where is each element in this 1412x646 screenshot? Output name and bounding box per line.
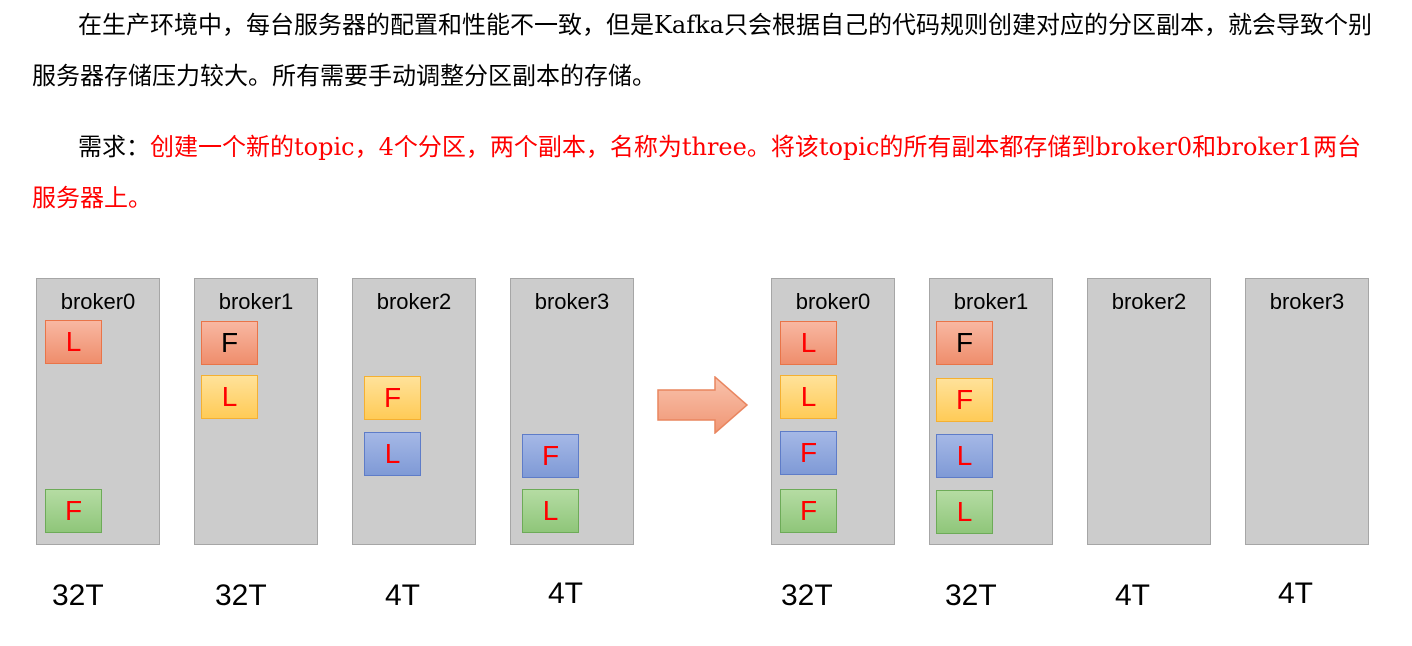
replica-box: F [780,489,837,533]
before-broker3: broker3 F L [510,278,634,545]
broker-name: broker3 [534,289,610,314]
replica-box: F [780,431,837,475]
storage-label: 32T [781,579,833,612]
intro-paragraph: 在生产环境中，每台服务器的配置和性能不一致，但是Kafka只会根据自己的代码规则… [32,0,1382,102]
broker-name: broker2 [376,289,452,314]
before-broker2: broker2 F L [352,278,476,545]
broker-name: broker2 [1111,289,1187,314]
requirement-paragraph: 需求：创建一个新的topic，4个分区，两个副本，名称为three。将该topi… [32,122,1382,224]
requirement-text: 创建一个新的topic，4个分区，两个副本，名称为three。将该topic的所… [32,133,1361,212]
after-broker0: broker0 L L F F [771,278,895,545]
right-arrow-icon [657,376,749,434]
intro-text: 在生产环境中，每台服务器的配置和性能不一致，但是Kafka只会根据自己的代码规则… [32,11,1372,90]
storage-label: 4T [385,579,421,612]
replica-box: F [201,321,258,365]
replica-box: L [201,375,258,419]
storage-label: 4T [548,577,584,610]
replica-box: L [936,490,993,534]
storage-label: 4T [1115,579,1151,612]
storage-label: 4T [1278,577,1314,610]
broker-name: broker3 [1269,289,1345,314]
replica-box: L [364,432,421,476]
replica-box: F [364,376,421,420]
replica-box: F [45,489,102,533]
broker-name: broker0 [795,289,871,314]
storage-label: 32T [52,579,104,612]
broker-name: broker1 [953,289,1029,314]
broker-name: broker0 [60,289,136,314]
replica-box: L [45,320,102,364]
before-broker1: broker1 F L [194,278,318,545]
before-broker0: broker0 L F [36,278,160,545]
replica-box: F [936,378,993,422]
replica-box: L [780,321,837,365]
after-broker3: broker3 [1245,278,1369,545]
broker-name: broker1 [218,289,294,314]
after-broker2: broker2 [1087,278,1211,545]
replica-box: L [780,375,837,419]
requirement-label: 需求： [78,133,150,161]
replica-box: F [522,434,579,478]
replica-box: F [936,321,993,365]
replica-box: L [522,489,579,533]
storage-label: 32T [215,579,267,612]
storage-label: 32T [945,579,997,612]
after-broker1: broker1 F F L L [929,278,1053,545]
replica-box: L [936,434,993,478]
